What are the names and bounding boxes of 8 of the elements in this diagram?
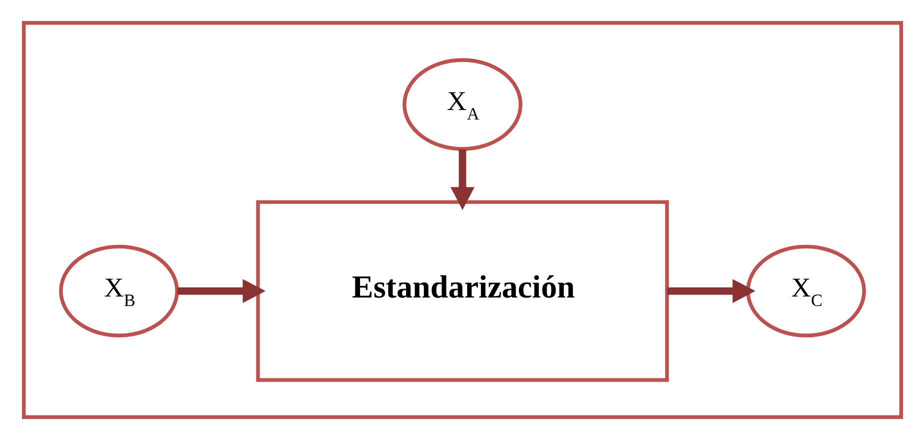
- arrow: [176, 279, 266, 304]
- arrow: [450, 149, 474, 210]
- node-box: Estandarización: [256, 200, 668, 382]
- node-ellipse: X$_{A}$: [402, 58, 522, 151]
- cluster: [21, 21, 903, 419]
- node-ellipse: X$_{B}$: [58, 244, 178, 338]
- node-ellipse: X$_{C}$: [746, 244, 866, 338]
- arrow: [666, 279, 755, 304]
